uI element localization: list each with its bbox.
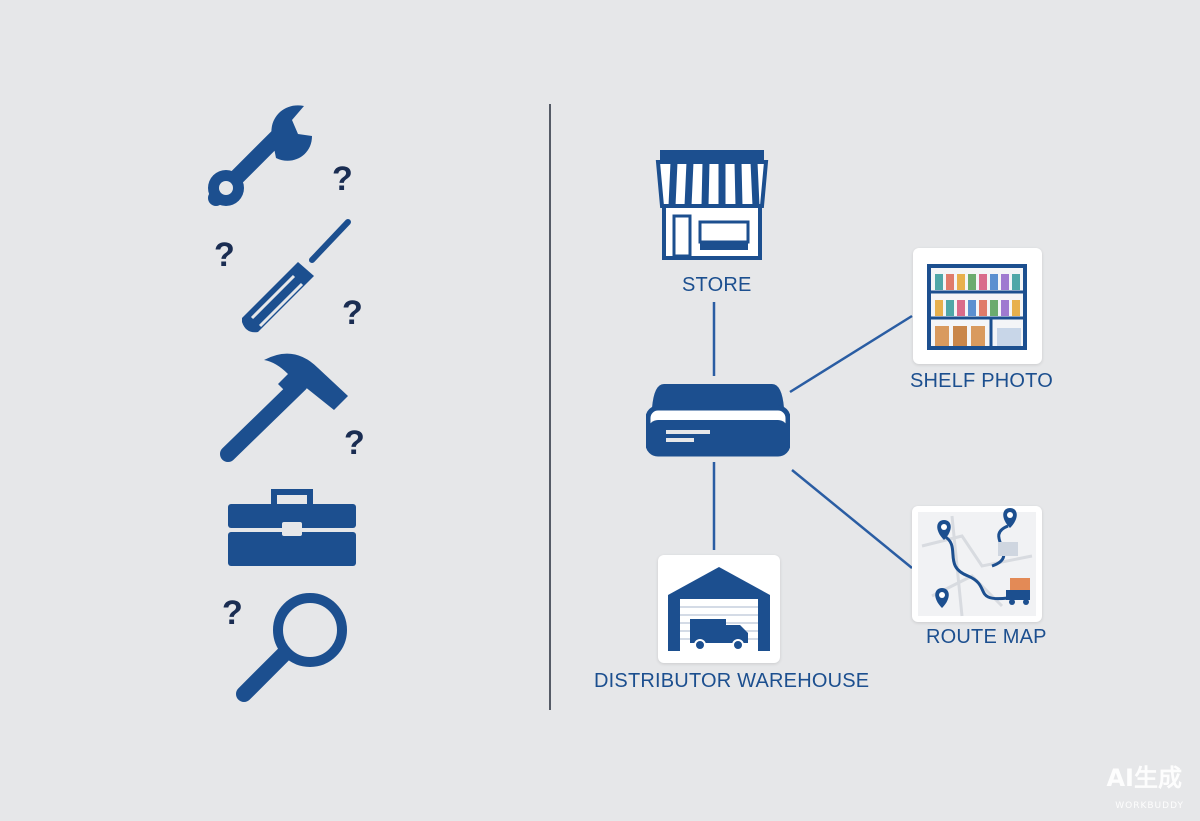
- magnifying-glass-icon: [236, 593, 347, 702]
- hammer-icon: [220, 353, 348, 462]
- shelf-photo-label: SHELF PHOTO: [910, 370, 1053, 392]
- route-map-card: [912, 506, 1042, 622]
- divider: [549, 104, 551, 710]
- question-mark-4: ?: [344, 424, 365, 462]
- shelf-photo-card: [913, 248, 1042, 364]
- warehouse-label: DISTRIBUTOR WAREHOUSE: [594, 670, 870, 692]
- wrench-icon: [208, 105, 312, 206]
- question-mark-5: ?: [222, 594, 243, 632]
- screwdriver-icon: [242, 219, 351, 333]
- watermark-main: AI生成: [1106, 764, 1182, 792]
- question-mark-2: ?: [214, 236, 235, 274]
- shelf-photo-icon: [927, 264, 1027, 350]
- route-map-label: ROUTE MAP: [926, 626, 1047, 648]
- warehouse-icon: [668, 567, 770, 651]
- hub-router-icon: [646, 384, 790, 457]
- question-mark-1: ?: [332, 160, 353, 198]
- store-label: STORE: [682, 274, 752, 296]
- store-icon: [655, 150, 769, 260]
- question-mark-3: ?: [342, 294, 363, 332]
- route-map-icon: [918, 508, 1036, 617]
- toolbox-icon: [228, 489, 356, 566]
- watermark-sub: WORKBUDDY: [1115, 801, 1184, 811]
- warehouse-card: [658, 555, 780, 663]
